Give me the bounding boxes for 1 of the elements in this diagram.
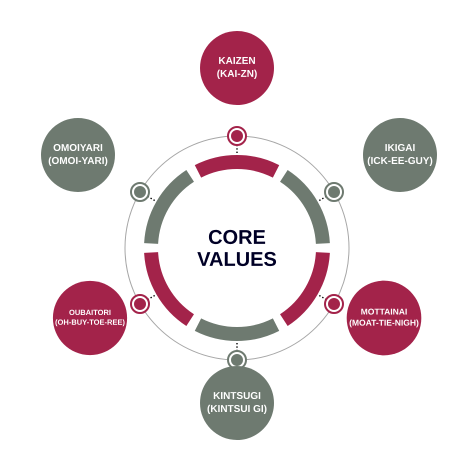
center-title: CORE VALUES <box>197 230 276 266</box>
